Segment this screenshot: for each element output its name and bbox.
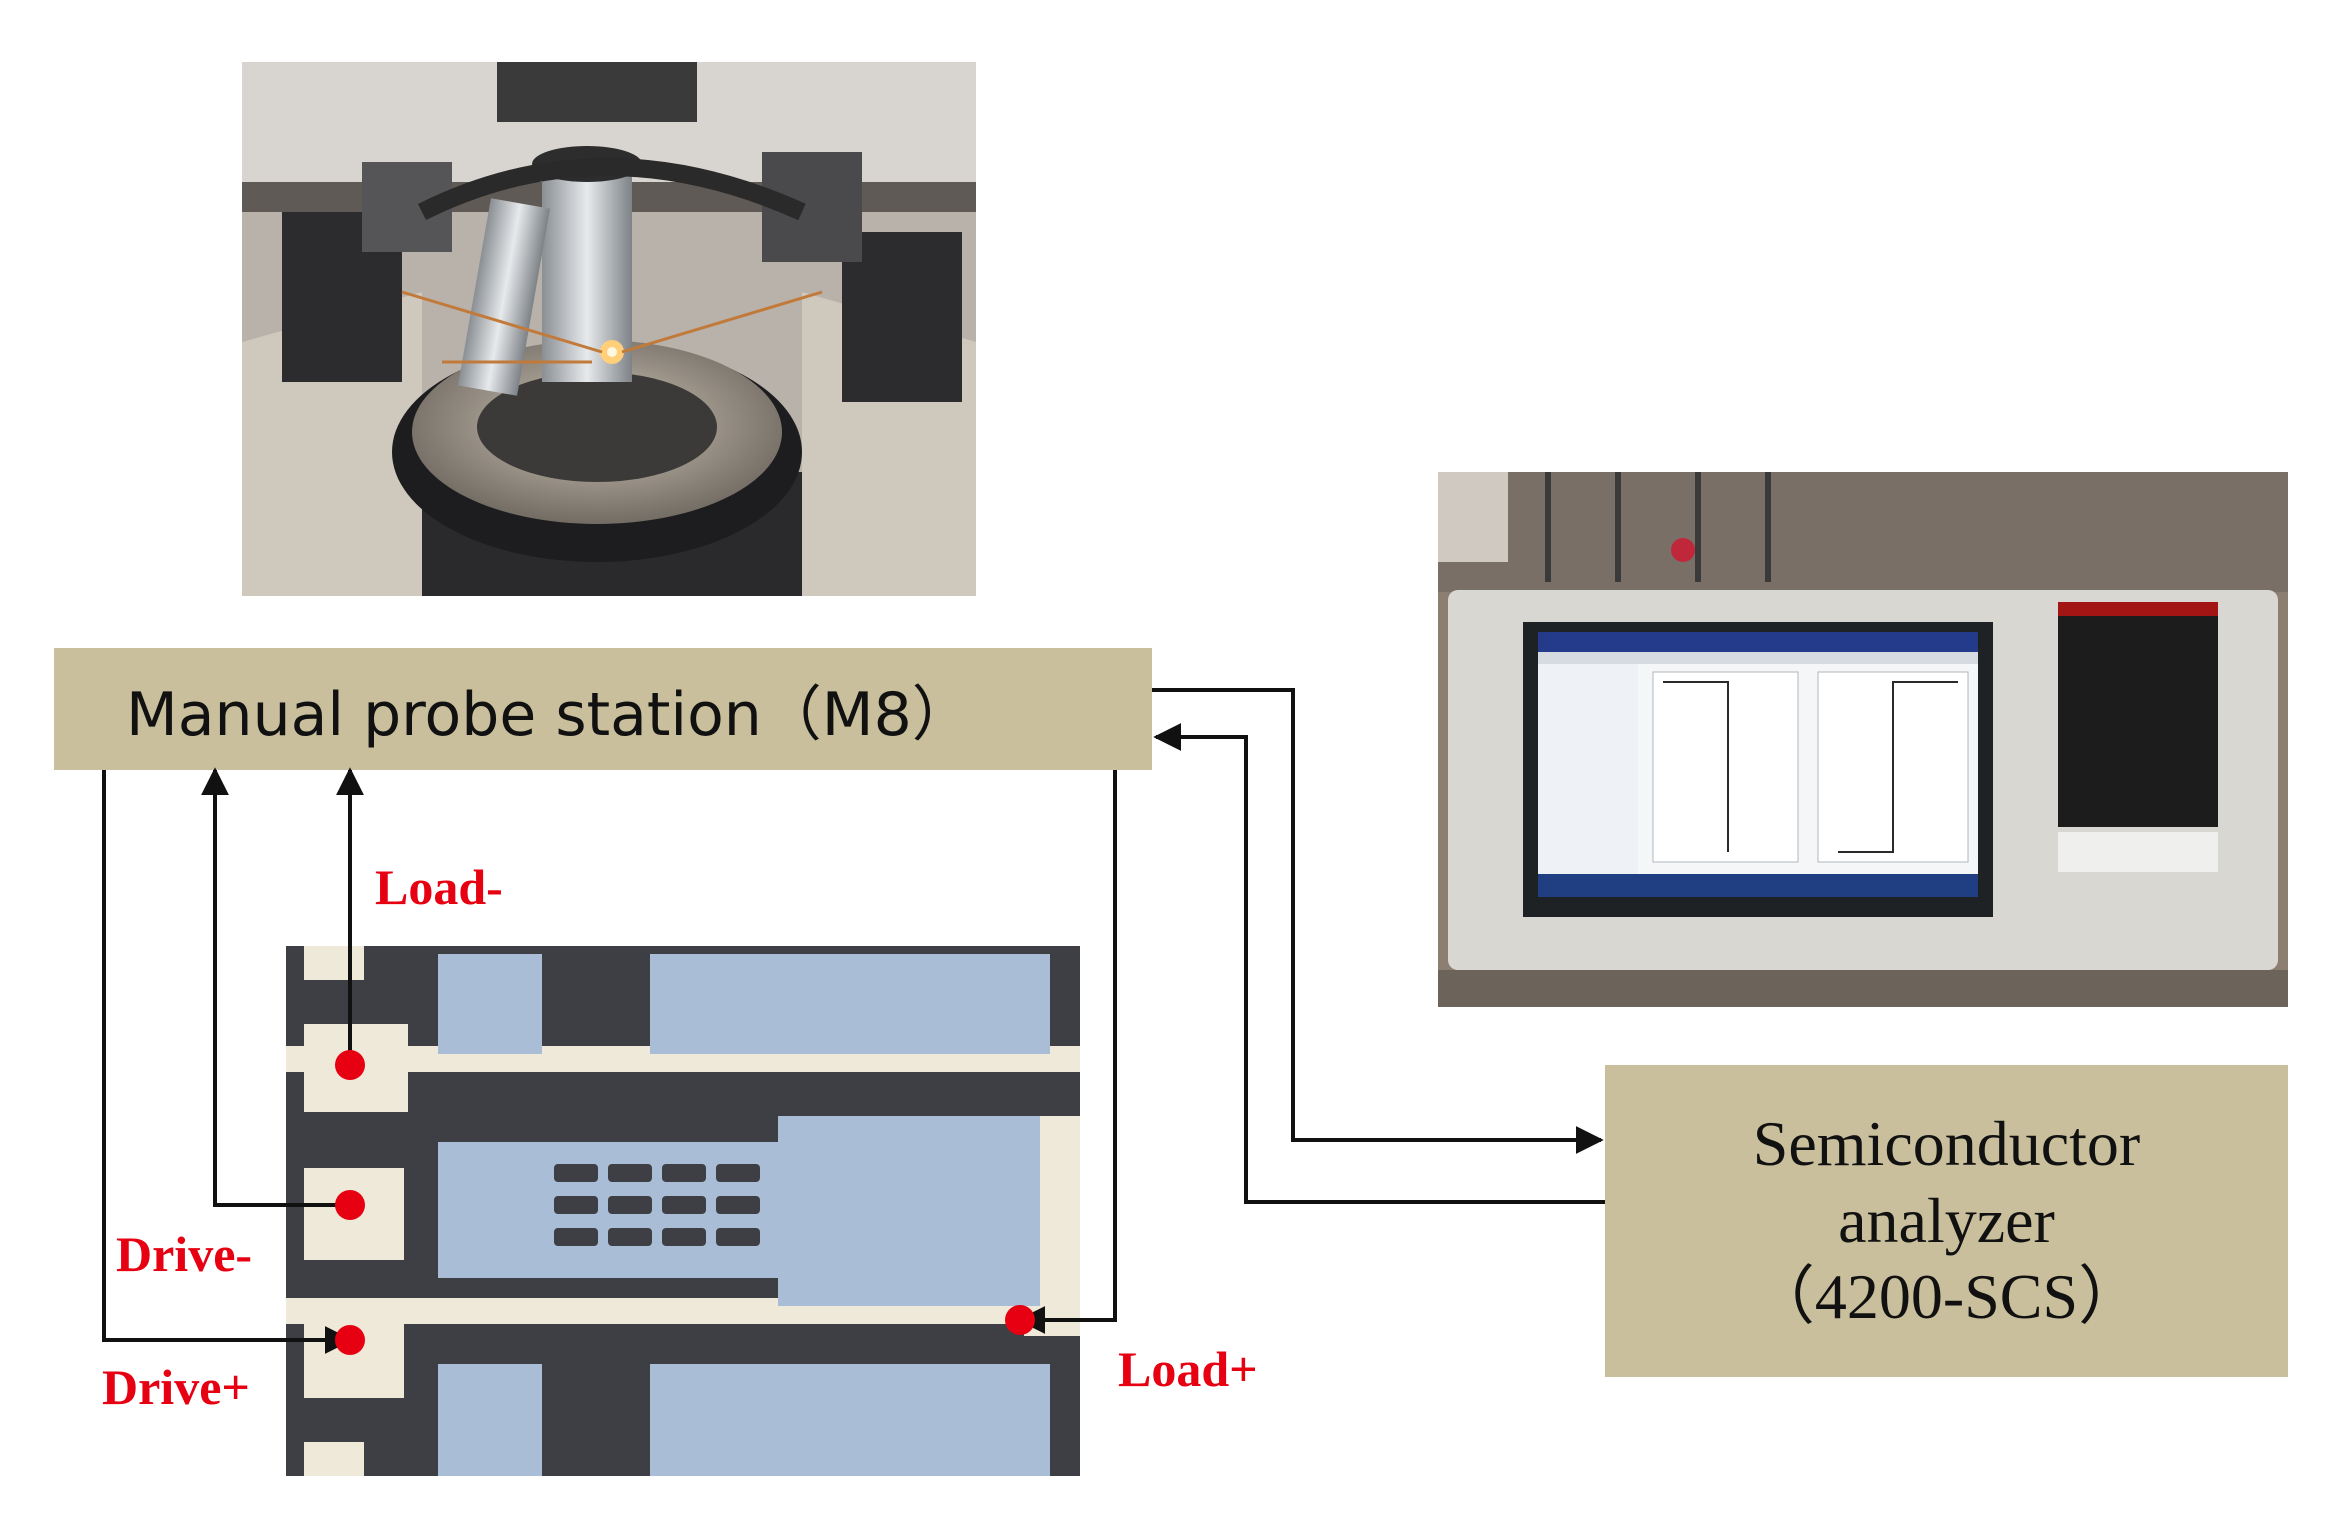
chip-pad xyxy=(304,1442,364,1476)
chip-metal-block xyxy=(438,954,542,1054)
chip-metal-block xyxy=(438,1364,542,1476)
terminal-label-load-plus: Load+ xyxy=(1118,1341,1258,1397)
terminal-label-drive-minus: Drive- xyxy=(116,1226,253,1282)
chip-metal-block xyxy=(650,1364,1050,1476)
analyzer-label-line3: （4200-SCS） xyxy=(1750,1261,2143,1333)
chip-illustration xyxy=(286,946,1080,1476)
probe-station-photo xyxy=(242,62,976,596)
terminal-label-drive-plus: Drive+ xyxy=(102,1359,250,1415)
probe-station-label: Manual probe station（M8） xyxy=(126,679,972,750)
probe-station-box: Manual probe station（M8） xyxy=(54,648,1152,770)
semiconductor-analyzer-photo xyxy=(1438,472,2288,1007)
analyzer-illustration xyxy=(1438,472,2288,1007)
chip-metal-block xyxy=(650,954,1050,1054)
semiconductor-analyzer-box: Semiconductor analyzer （4200-SCS） xyxy=(1605,1065,2288,1377)
chip-pad-drive-plus xyxy=(304,1304,404,1398)
terminal-label-load-minus: Load- xyxy=(375,859,503,915)
chip-device-body xyxy=(778,1116,1040,1306)
chip-pad-drive-minus xyxy=(304,1168,404,1260)
analyzer-label-line1: Semiconductor xyxy=(1752,1107,2141,1179)
probe-station-illustration xyxy=(242,62,976,596)
chip-pad-load-minus xyxy=(304,1024,408,1112)
chip-pad xyxy=(304,946,364,980)
analyzer-label-line2: analyzer xyxy=(1838,1184,2055,1256)
test-structure-micrograph xyxy=(286,946,1080,1476)
